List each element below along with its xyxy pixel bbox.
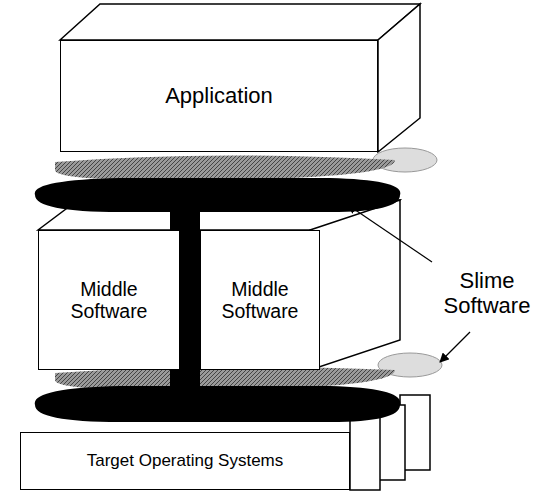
application-box-faces <box>60 4 420 152</box>
software-box: Application <box>60 40 378 152</box>
middle-box-faces <box>38 200 400 370</box>
box-label: Middle Software <box>39 278 179 323</box>
box-label: Application <box>159 83 279 108</box>
callout-label: Slime Software <box>428 268 546 319</box>
software-box: Target Operating Systems <box>20 432 350 490</box>
box-label: Target Operating Systems <box>81 451 290 471</box>
software-box: Middle Software <box>200 230 320 370</box>
box-label: Middle Software <box>201 278 319 323</box>
leader-lines <box>348 205 470 362</box>
i-beam <box>35 178 401 422</box>
software-box: Middle Software <box>38 230 180 370</box>
